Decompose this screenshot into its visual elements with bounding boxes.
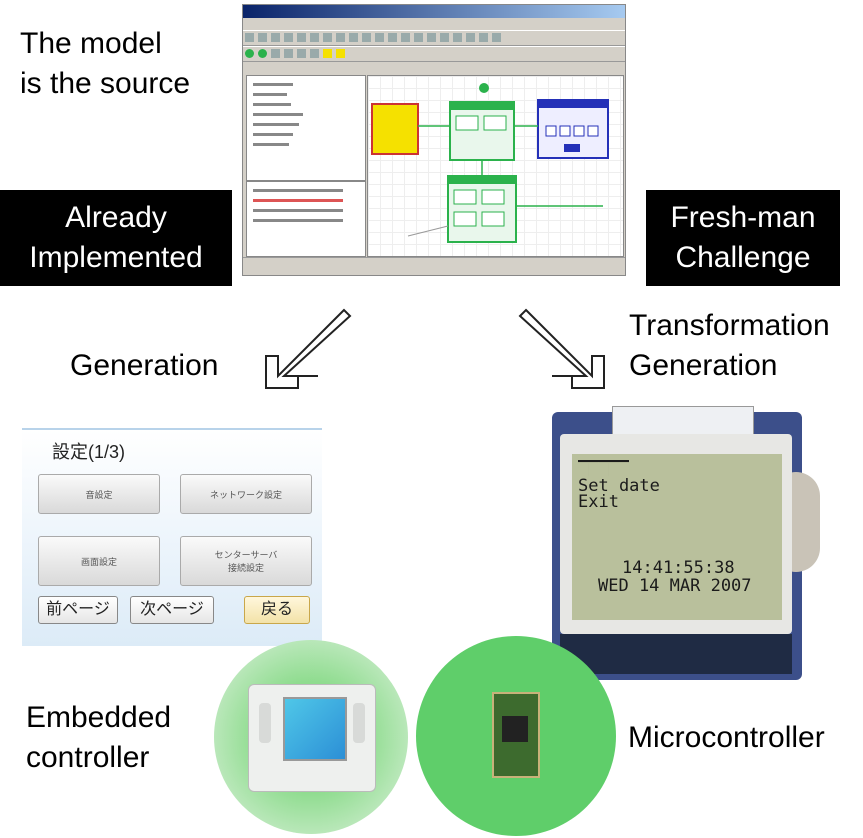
- transformation-generation-label: Transformation Generation: [629, 309, 830, 382]
- top-label: The model is the source: [20, 27, 191, 100]
- sound-settings-button[interactable]: 音設定: [38, 474, 160, 514]
- already-implemented-box: Already Implemented: [0, 190, 232, 286]
- device-lower-board: [560, 634, 792, 674]
- tool-toolbar-2: [243, 46, 625, 62]
- lcd-screen: ▆▆▆▆▆ Set date Exit 14:41:55:38 WED 14 M…: [572, 454, 782, 620]
- microcontroller-circle: [416, 636, 616, 836]
- lcd-date: WED 14 MAR 2007: [598, 576, 752, 596]
- state-green-top: [449, 101, 515, 161]
- generation-arrow: [265, 308, 352, 389]
- state-yellow: [371, 103, 419, 155]
- lcd-highlight-bar: ▆▆▆▆▆: [578, 458, 630, 478]
- property-panel: [246, 181, 366, 257]
- tool-titlebar: [243, 5, 625, 18]
- uml-tool-screenshot: [242, 4, 626, 276]
- embedded-controller-circle: [214, 640, 408, 834]
- network-settings-button[interactable]: ネットワーク設定: [180, 474, 312, 514]
- initial-state: [479, 83, 489, 93]
- panel-title: 設定(1/3): [52, 442, 126, 462]
- embedded-controller-label: Embedded controller: [26, 701, 172, 774]
- microcontroller-board: [492, 692, 540, 778]
- lcd-time: 14:41:55:38: [622, 558, 735, 578]
- transformation-generation-arrow: [518, 308, 605, 389]
- statechart-diagram: [371, 83, 609, 243]
- screen-settings-button[interactable]: 画面設定: [38, 536, 160, 586]
- tool-statusbar: [243, 257, 625, 275]
- lcd-device: ▆▆▆▆▆ Set date Exit 14:41:55:38 WED 14 M…: [552, 406, 820, 680]
- lcd-menu-line-1: Set date: [578, 476, 660, 496]
- prev-page-button[interactable]: 前ページ: [38, 596, 118, 624]
- lcd-menu-line-2: Exit: [578, 492, 619, 512]
- model-tree: [246, 75, 366, 181]
- controller-settings-panel: 設定(1/3) 音設定 ネットワーク設定 画面設定 センターサーバ 接続設定 前…: [22, 428, 322, 646]
- embedded-controller-device: [248, 684, 376, 792]
- microcontroller-label: Microcontroller: [628, 721, 825, 754]
- generation-label: Generation: [70, 349, 219, 382]
- back-button[interactable]: 戻る: [244, 596, 310, 624]
- center-server-settings-button[interactable]: センターサーバ 接続設定: [180, 536, 312, 586]
- tool-toolbar: [243, 30, 625, 46]
- tool-menubar: [243, 18, 625, 30]
- statechart-canvas: [367, 75, 624, 257]
- state-green-bottom: [447, 175, 517, 243]
- fresh-man-challenge-box: Fresh-man Challenge: [646, 190, 840, 286]
- next-page-button[interactable]: 次ページ: [130, 596, 214, 624]
